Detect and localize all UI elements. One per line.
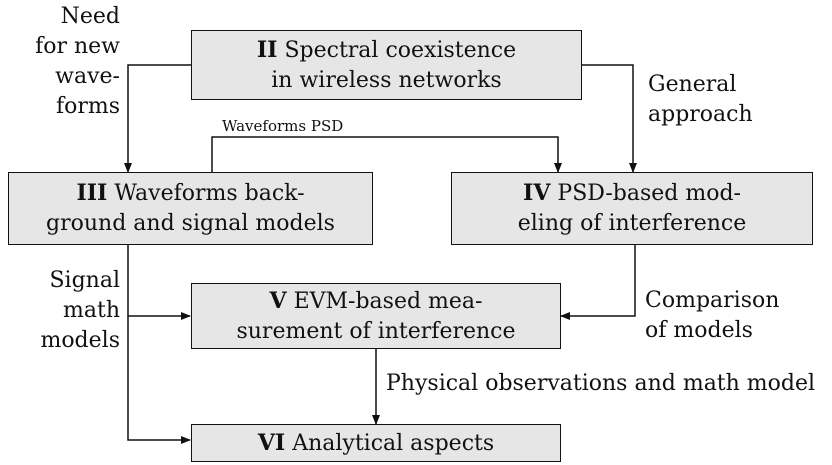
node-waveforms-background: III Waveforms back- ground and signal mo… (8, 172, 373, 245)
node-line: ground and signal models (46, 211, 335, 236)
label-comparison-of-models: Comparison of models (645, 288, 780, 343)
node-number: IV (523, 180, 551, 206)
node-line: PSD-based mod- (557, 181, 741, 206)
node-line: EVM-based mea- (293, 288, 483, 314)
edge-waveforms-to-evm (127, 245, 191, 320)
edge-spectral-to-psd (582, 64, 637, 173)
label-general-approach: General approach (648, 72, 753, 127)
edge-waveforms-to-psd (211, 136, 562, 173)
node-line: in wireless networks (271, 67, 502, 93)
label-need-new-waveforms: Need for new wave- forms (35, 4, 120, 119)
edge-waveforms-to-analytical (127, 316, 191, 444)
node-line: Waveforms back- (114, 181, 305, 206)
node-line: Spectral coexistence (284, 37, 517, 63)
label-waveforms-psd: Waveforms PSD (222, 117, 344, 135)
node-line: surement of interference (236, 318, 516, 344)
node-analytical-aspects: VI Analytical aspects (191, 424, 561, 462)
node-line: eling of interference (517, 211, 747, 236)
node-evm-measurement: V EVM-based mea- surement of interferenc… (191, 283, 561, 349)
node-number: VI (257, 429, 286, 456)
node-number: III (76, 180, 108, 206)
node-number: V (269, 287, 287, 314)
edge-psd-to-evm (560, 245, 636, 320)
node-spectral-coexistence: II Spectral coexistence in wireless netw… (191, 30, 582, 100)
label-signal-math-models: Signal math models (40, 268, 120, 353)
node-psd-modeling: IV PSD-based mod- eling of interference (451, 172, 813, 245)
node-number: II (256, 36, 278, 63)
label-physical-observations: Physical observations and math model (386, 371, 816, 396)
node-line: Analytical aspects (292, 430, 495, 456)
edge-spectral-to-waveforms (124, 64, 191, 173)
